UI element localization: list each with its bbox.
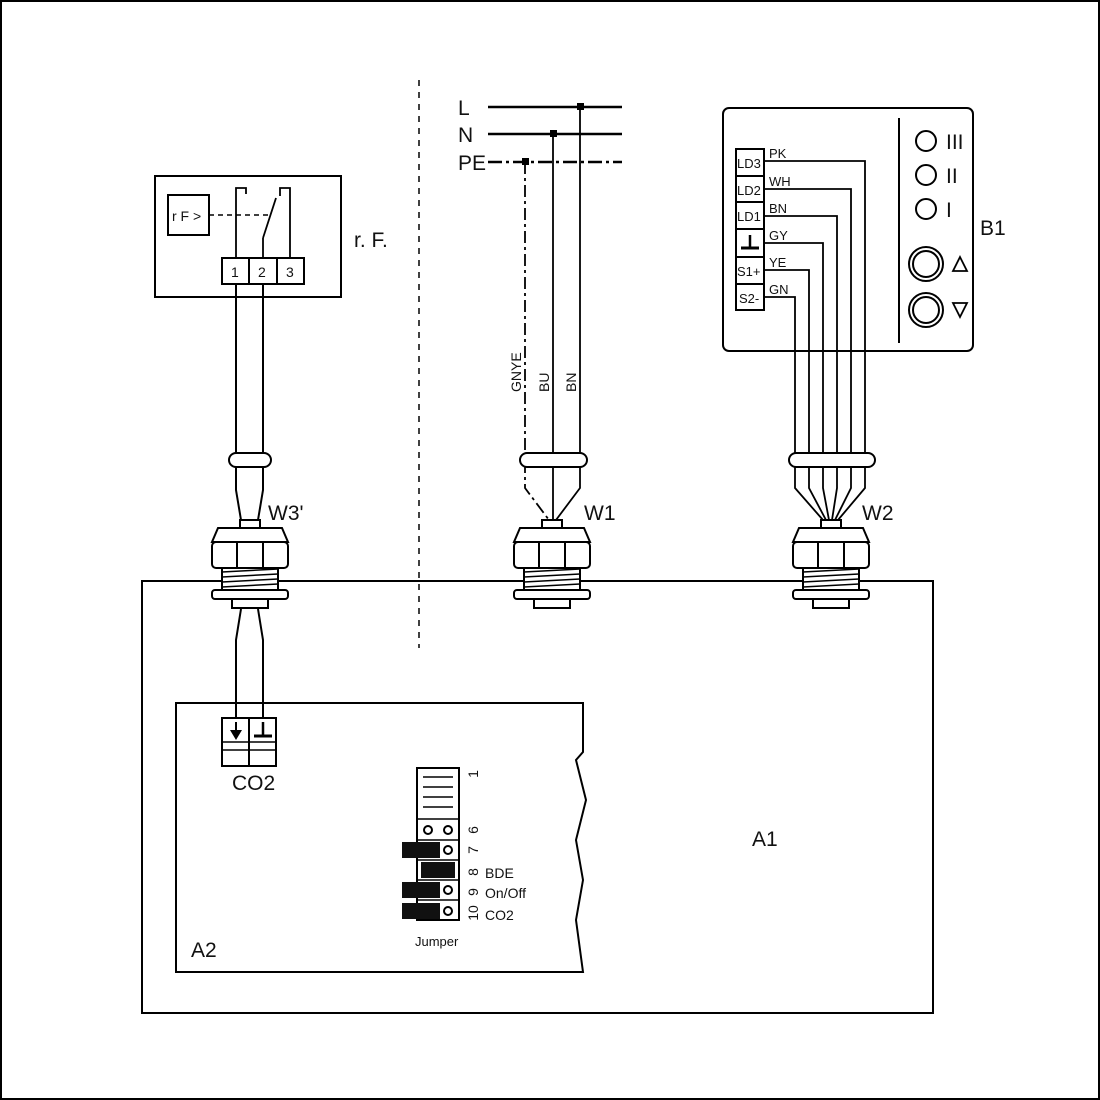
unit-a1-label: A1 <box>752 828 778 851</box>
speed-2-indicator <box>915 164 937 186</box>
control-terminal: S1+ <box>737 264 761 279</box>
w1-wire-label-gnye: GNYE <box>508 352 524 392</box>
terminal-2: 2 <box>258 264 266 280</box>
board-a2-label: A2 <box>191 939 217 962</box>
cable-w2-label: W2 <box>862 502 894 525</box>
switch-contact-3 <box>279 187 291 258</box>
w2-wire-gy <box>764 242 830 521</box>
w2-wire-label: GN <box>769 282 789 297</box>
w1-wire-gnye <box>524 162 550 521</box>
jumper-number: 8 <box>465 868 481 876</box>
jumper-number: 10 <box>465 905 481 921</box>
jumper-title: Jumper <box>415 934 459 949</box>
w2-wire-ye <box>764 269 827 521</box>
terminal-3: 3 <box>286 264 294 280</box>
w2-wire-label: WH <box>769 174 791 189</box>
arrow-down-icon <box>230 730 242 740</box>
jumper-cap <box>402 842 440 858</box>
control-unit-label: B1 <box>980 217 1006 240</box>
jumper-number: 6 <box>465 826 481 834</box>
w1-wire-bn <box>555 107 581 521</box>
w2-wire-label: BN <box>769 201 787 216</box>
terminal-1: 1 <box>231 264 239 280</box>
unit-a1-box <box>141 580 934 1014</box>
w2-wire-pk <box>764 160 866 521</box>
w1-wire-label-bn: BN <box>563 373 579 392</box>
junction-dot <box>577 103 584 110</box>
mains-l-label: L <box>458 97 470 120</box>
up-arrow-icon <box>951 254 969 272</box>
cable-gland-w3 <box>210 519 290 609</box>
w2-wire-bn <box>764 215 838 521</box>
cable-tie-w2 <box>788 452 876 468</box>
speed-up-button[interactable] <box>908 246 969 282</box>
control-unit-b1 <box>722 107 974 352</box>
mains-n-label: N <box>458 124 473 147</box>
co2-connector-label: CO2 <box>232 772 275 795</box>
jumper-pin <box>443 906 453 916</box>
cable-tie-w3 <box>228 452 272 468</box>
jumper-cap <box>402 903 440 919</box>
control-terminal: S2- <box>739 291 759 306</box>
speed-1-indicator <box>915 198 937 220</box>
room-sensor-label: r. F. <box>354 229 388 252</box>
cable-w1-label: W1 <box>584 502 616 525</box>
jumper-cap <box>421 862 455 878</box>
jumper-pin <box>443 825 453 835</box>
w3-wire-inner-1 <box>235 608 242 718</box>
cable-gland-w1 <box>512 519 592 609</box>
jumper-cap <box>402 882 440 898</box>
cable-gland-w2 <box>791 519 871 609</box>
w2-wire-label: YE <box>769 255 787 270</box>
control-terminal: LD2 <box>737 183 761 198</box>
room-sensor-box <box>154 175 342 298</box>
mains-pe-label: PE <box>458 152 486 175</box>
w2-wire-label: PK <box>769 146 787 161</box>
w3-wire-inner-2 <box>257 608 264 718</box>
cable-tie-w1 <box>519 452 588 468</box>
w1-wire-label-bu: BU <box>536 373 552 392</box>
co2-connector <box>221 717 277 767</box>
speed-1-label: I <box>946 199 952 222</box>
junction-dot <box>522 158 529 165</box>
switch-contact-1 <box>235 187 247 258</box>
control-terminal: LD1 <box>737 209 761 224</box>
switch-blade <box>262 197 277 239</box>
jumper-number: 7 <box>465 846 481 854</box>
w2-wire-wh <box>764 188 852 521</box>
junction-dot <box>550 130 557 137</box>
cable-w3-label: W3' <box>268 502 304 525</box>
terminal-strip <box>221 257 305 285</box>
speed-down-button[interactable] <box>908 292 969 328</box>
ground-terminal-icon <box>741 235 759 250</box>
control-terminal-block <box>735 148 765 311</box>
jumper-number: 9 <box>465 888 481 896</box>
jumper-pin <box>443 885 453 895</box>
board-a2 <box>175 702 588 973</box>
jumper-label-co2: CO2 <box>485 907 514 923</box>
down-arrow-icon <box>951 302 969 320</box>
jumper-pin <box>423 825 433 835</box>
jumper-number: 1 <box>465 770 481 778</box>
control-terminal: LD3 <box>737 156 761 171</box>
jumper-pin <box>443 845 453 855</box>
w2-wire-label: GY <box>769 228 788 243</box>
speed-3-label: III <box>946 131 964 154</box>
jumper-label-bde: BDE <box>485 865 514 881</box>
speed-3-indicator <box>915 130 937 152</box>
w2-wire-gn <box>764 296 824 521</box>
jumper-block <box>402 767 460 921</box>
speed-2-label: II <box>946 165 958 188</box>
jumper-label-onoff: On/Off <box>485 885 526 901</box>
sensor-element-label: r F > <box>172 208 201 224</box>
w3-wire-2 <box>257 284 264 521</box>
w3-wire-1 <box>235 284 242 521</box>
